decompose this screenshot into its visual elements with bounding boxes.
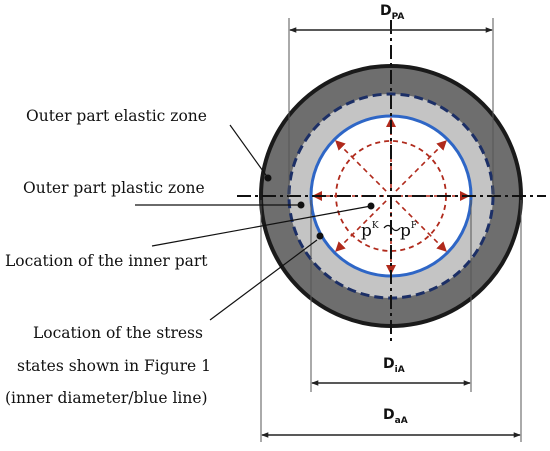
leader-dot-plastic — [297, 201, 305, 209]
label-outer-elastic-zone: Outer part elastic zone — [26, 107, 207, 125]
pressure-arrow-se — [395, 200, 447, 252]
leader-dot-stress — [316, 232, 324, 240]
label-stress-line-3: (inner diameter/blue line) — [5, 389, 208, 407]
pressure-p-f: pF — [400, 221, 417, 241]
d-pa-label: DPA — [380, 3, 404, 22]
pressure-arrow-ne — [395, 140, 447, 192]
label-outer-plastic-zone: Outer part plastic zone — [23, 179, 205, 197]
label-stress-line-1: Location of the stress — [33, 324, 203, 342]
d-ia-label: DiA — [383, 356, 405, 375]
leader-inner-location — [151, 205, 372, 247]
leader-stress-states — [209, 239, 318, 321]
label-stress-line-2: states shown in Figure 1 — [17, 357, 211, 375]
leader-dot-elastic — [264, 174, 272, 182]
label-inner-part-location: Location of the inner part — [5, 252, 208, 270]
leader-outer-elastic — [229, 124, 269, 179]
pressure-tilde-icon — [383, 224, 401, 232]
pressure-arrow-sw — [335, 200, 387, 252]
d-aa-label: DaA — [383, 407, 408, 426]
pressure-p-k: pK — [361, 221, 379, 241]
leader-dot-inner — [367, 202, 375, 210]
pressure-arrow-nw — [335, 140, 387, 192]
